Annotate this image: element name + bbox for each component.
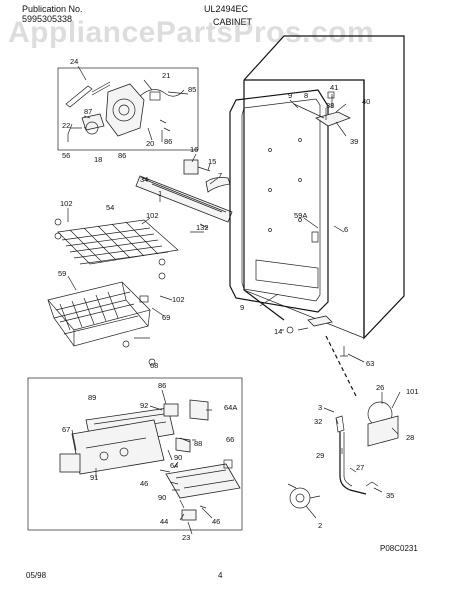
callout-29: 29	[316, 451, 324, 460]
callout-23: 23	[182, 533, 190, 542]
callout-39: 39	[350, 137, 358, 146]
callout-68: 68	[150, 361, 158, 370]
callout-56: 56	[62, 151, 70, 160]
callout-101: 101	[406, 387, 419, 396]
callout-85: 85	[188, 85, 196, 94]
callout-102a: 102	[60, 199, 73, 208]
callout-86b: 86	[164, 137, 172, 146]
watermark-text: AppliancePartsPros.com	[8, 16, 375, 49]
callout-64A: 64A	[224, 403, 237, 412]
callout-2: 2	[318, 521, 322, 530]
callout-34: 34	[140, 175, 148, 184]
callout-88: 88	[194, 439, 202, 448]
callout-21: 21	[162, 71, 170, 80]
callout-87: 87	[84, 107, 92, 116]
callout-8: 8	[304, 91, 308, 100]
callout-20: 20	[146, 139, 154, 148]
callout-9b: 9	[240, 303, 244, 312]
light-assembly-box	[57, 67, 199, 151]
freezer-cabinet	[229, 35, 405, 340]
publication-label: Publication No.	[22, 4, 83, 14]
callout-9a: 9	[288, 91, 292, 100]
model-number: UL2494EC	[204, 4, 249, 14]
wire-shelf	[54, 218, 179, 280]
bottom-hinge	[280, 315, 348, 357]
leader-lines	[67, 65, 401, 535]
light-socket	[183, 159, 231, 193]
callout-54: 54	[106, 203, 114, 212]
callout-41: 41	[330, 83, 338, 92]
callout-38: 38	[326, 101, 334, 110]
callout-24: 24	[70, 57, 78, 66]
callout-66: 66	[226, 435, 234, 444]
callout-90b: 90	[158, 493, 166, 502]
callout-86c: 86	[158, 381, 166, 390]
callout-46b: 46	[212, 517, 220, 526]
figure-code: P08C0231	[380, 544, 418, 553]
callout-90a: 90	[174, 453, 182, 462]
callout-59: 59	[58, 269, 66, 278]
callout-labels: 24 21 85 87 22 56 18 86 20 86 16 15 7 34…	[58, 57, 419, 542]
callout-6: 6	[344, 225, 348, 234]
callout-3: 3	[318, 403, 322, 412]
callout-28: 28	[406, 433, 414, 442]
callout-22: 22	[62, 121, 70, 130]
callout-16: 16	[190, 145, 198, 154]
callout-59A: 59A	[294, 211, 307, 220]
callout-89: 89	[88, 393, 96, 402]
callout-18: 18	[94, 155, 102, 164]
wire-basket	[47, 281, 156, 366]
callout-15: 15	[208, 157, 216, 166]
callout-40: 40	[362, 97, 370, 106]
callout-46a: 46	[140, 479, 148, 488]
callout-1: 1	[158, 189, 162, 198]
callout-35: 35	[386, 491, 394, 500]
callout-91: 91	[90, 473, 98, 482]
callout-14: 14	[274, 327, 282, 336]
callout-44: 44	[160, 517, 168, 526]
callout-132: 132	[196, 223, 209, 232]
footer-page-number: 4	[218, 571, 223, 580]
callout-102c: 102	[172, 295, 185, 304]
publication-number: 5995305338	[22, 14, 73, 24]
callout-69: 69	[162, 313, 170, 322]
callout-7: 7	[218, 171, 222, 180]
light-shield	[135, 175, 233, 229]
callout-27: 27	[356, 463, 364, 472]
callout-102b: 102	[146, 211, 159, 220]
callout-26: 26	[376, 383, 384, 392]
callout-32: 32	[314, 417, 322, 426]
callout-64: 64	[170, 461, 178, 470]
callout-86a: 86	[118, 151, 126, 160]
callout-92: 92	[140, 401, 148, 410]
section-title: CABINET	[213, 17, 253, 27]
footer-date: 05/98	[26, 571, 47, 580]
callout-67: 67	[62, 425, 70, 434]
control-assembly-box	[27, 377, 243, 531]
callout-63: 63	[366, 359, 374, 368]
drain-tube	[287, 335, 399, 509]
